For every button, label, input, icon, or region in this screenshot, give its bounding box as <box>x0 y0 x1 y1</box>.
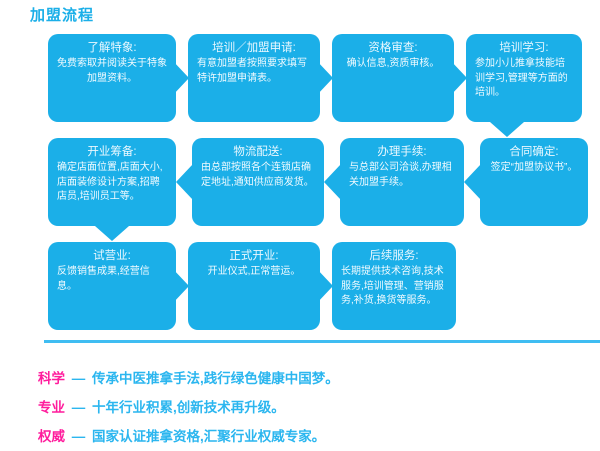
flow-step-title: 培训／加盟申请: <box>212 42 296 54</box>
flow-step-box[interactable]: 开业筹备: 确定店面位置,店面大小,店面装修设计方案,招聘店员,培训员工等。 <box>48 138 176 226</box>
slogan-dash: — <box>71 400 86 415</box>
flow-step-body: 反馈销售成果,经营信息。 <box>57 266 150 292</box>
slogan-label: 科学 <box>38 371 65 386</box>
flow-step-body: 与总部公司洽谈,办理相关加盟手续。 <box>349 162 452 188</box>
arrow-left-icon <box>176 164 193 200</box>
flow-step-title: 后续服务: <box>369 250 419 262</box>
arrow-right-icon <box>316 268 333 304</box>
slogan-list: 科学 — 传承中医推拿手法,践行绿色健康中国梦。 专业 — 十年行业积累,创新技… <box>38 364 578 451</box>
arrow-left-icon <box>324 164 341 200</box>
slogan-item: 权威 — 国家认证推拿资格,汇聚行业权威专家。 <box>38 422 578 451</box>
arrow-right-icon <box>316 60 333 96</box>
flow-step-box[interactable]: 办理手续: 与总部公司洽谈,办理相关加盟手续。 <box>340 138 464 226</box>
flow-step-box[interactable]: 后续服务: 长期提供技术咨询,技术服务,培训管理、营销服务,补货,换货等服务。 <box>332 242 456 330</box>
slogan-dash: — <box>71 429 86 444</box>
slogan-text: 国家认证推拿资格,汇聚行业权威专家。 <box>92 429 326 444</box>
flow-step-box[interactable]: 试营业: 反馈销售成果,经营信息。 <box>48 242 176 330</box>
flow-step-body: 确定店面位置,店面大小,店面装修设计方案,招聘店员,培训员工等。 <box>57 162 163 202</box>
flow-step-title: 试营业: <box>93 250 131 262</box>
flow-step-box[interactable]: 培训学习: 参加小儿推拿技能培训学习,管理等方面的培训。 <box>466 34 582 122</box>
flow-row-3: 试营业: 反馈销售成果,经营信息。 正式开业: 开业仪式,正常营运。 后续服务:… <box>0 242 600 337</box>
flow-step-body: 长期提供技术咨询,技术服务,培训管理、营销服务,补货,换货等服务。 <box>341 266 444 306</box>
slogan-label: 权威 <box>38 429 65 444</box>
flow-row-2: 开业筹备: 确定店面位置,店面大小,店面装修设计方案,招聘店员,培训员工等。 物… <box>0 138 600 233</box>
flow-step-box[interactable]: 了解特象: 免费索取并阅读关于特象加盟资料。 <box>48 34 176 122</box>
flow-step-body: 签定“加盟协议书”。 <box>490 162 578 173</box>
slogan-text: 传承中医推拿手法,践行绿色健康中国梦。 <box>92 371 339 386</box>
flow-step-box[interactable]: 物流配送: 由总部按照各个连锁店确定地址,通知供应商发货。 <box>192 138 324 226</box>
slogan-dash: — <box>71 371 86 386</box>
flow-step-title: 资格审查: <box>368 42 418 54</box>
flow-step-title: 合同确定: <box>509 146 559 158</box>
flow-step-title: 培训学习: <box>499 42 549 54</box>
arrow-right-icon <box>450 60 467 96</box>
flow-step-body: 由总部按照各个连锁店确定地址,通知供应商发货。 <box>201 162 314 188</box>
flow-step-body: 有意加盟者按照要求填写特许加盟申请表。 <box>197 58 307 84</box>
flow-step-box[interactable]: 正式开业: 开业仪式,正常营运。 <box>188 242 320 330</box>
flow-step-title: 物流配送: <box>233 146 283 158</box>
arrow-right-icon <box>172 60 189 96</box>
flow-step-title: 开业筹备: <box>87 146 137 158</box>
flow-step-box[interactable]: 合同确定: 签定“加盟协议书”。 <box>480 138 588 226</box>
page-title: 加盟流程 <box>30 7 95 24</box>
flow-step-box[interactable]: 资格审查: 确认信息,资质审核。 <box>332 34 454 122</box>
flow-diagram: 了解特象: 免费索取并阅读关于特象加盟资料。 培训／加盟申请: 有意加盟者按照要… <box>0 30 600 335</box>
flow-step-body: 开业仪式,正常营运。 <box>207 266 301 277</box>
flow-step-box[interactable]: 培训／加盟申请: 有意加盟者按照要求填写特许加盟申请表。 <box>188 34 320 122</box>
flow-step-body: 免费索取并阅读关于特象加盟资料。 <box>57 58 167 84</box>
flow-step-body: 参加小儿推拿技能培训学习,管理等方面的培训。 <box>475 58 568 98</box>
section-divider <box>44 340 600 343</box>
arrow-down-icon <box>490 122 524 137</box>
slogan-text: 十年行业积累,创新技术再升级。 <box>92 400 285 415</box>
flow-step-title: 了解特象: <box>87 42 137 54</box>
arrow-left-icon <box>464 164 481 200</box>
flow-row-1: 了解特象: 免费索取并阅读关于特象加盟资料。 培训／加盟申请: 有意加盟者按照要… <box>0 34 600 129</box>
flow-step-body: 确认信息,资质审核。 <box>346 58 440 69</box>
arrow-down-icon <box>95 226 129 241</box>
flow-step-title: 办理手续: <box>377 146 427 158</box>
slogan-item: 专业 — 十年行业积累,创新技术再升级。 <box>38 393 578 422</box>
arrow-right-icon <box>172 268 189 304</box>
slogan-label: 专业 <box>38 400 65 415</box>
slogan-item: 科学 — 传承中医推拿手法,践行绿色健康中国梦。 <box>38 364 578 393</box>
flow-step-title: 正式开业: <box>229 250 279 262</box>
